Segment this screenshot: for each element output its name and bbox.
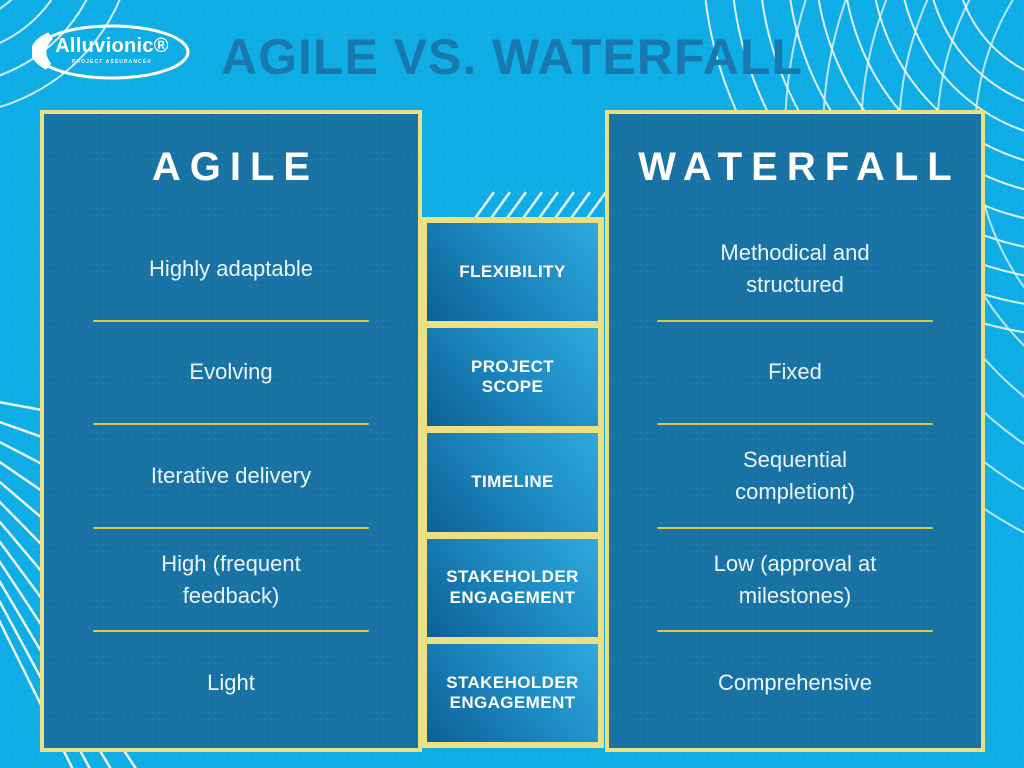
divider (657, 630, 933, 633)
agile-item-timeline: Iterative delivery (150, 463, 312, 489)
agile-heading: AGILE (151, 144, 320, 189)
agile-item-stakeholder-engagement: High (frequent feedback) (161, 550, 301, 608)
category-label: STAKEHOLDER ENGAGEMENT (446, 672, 579, 712)
waterfall-item-project-scope: Fixed (768, 359, 822, 385)
category-flexibility: FLEXIBILITY (427, 223, 598, 322)
categories-column: FLEXIBILITY PROJECT SCOPE TIMELINE STAKE… (421, 217, 604, 748)
alluvionic-logo: Alluvionic® PROJECT ASSURANCE® (32, 22, 192, 82)
category-timeline: TIMELINE (427, 433, 598, 532)
waterfall-item-stakeholder-engagement: Low (approval at milestones) (713, 550, 877, 608)
category-project-scope: PROJECT SCOPE (427, 328, 598, 427)
divider (92, 319, 370, 322)
waterfall-heading: WATERFALL (638, 144, 961, 189)
waterfall-item-timeline: Sequential completiont) (735, 447, 855, 504)
agile-item-flexibility: Highly adaptable (149, 255, 313, 281)
divider (92, 526, 370, 529)
category-label: TIMELINE (471, 472, 554, 492)
agile-panel: AGILE Highly adaptable Evolving Iterativ… (40, 110, 422, 752)
category-label: PROJECT SCOPE (470, 356, 555, 397)
waterfall-rows: Methodical and structured Fixed Sequenti… (609, 206, 981, 748)
category-stakeholder-engagement: STAKEHOLDER ENGAGEMENT (427, 538, 598, 637)
agile-rows: Highly adaptable Evolving Iterative deli… (44, 206, 418, 748)
logo-tagline: PROJECT ASSURANCE® (72, 59, 152, 65)
agile-item-documentation: Light (207, 670, 255, 696)
category-label: FLEXIBILITY (459, 261, 566, 281)
waterfall-panel: WATERFALL Methodical and structured Fixe… (605, 110, 985, 752)
waterfall-item-flexibility: Methodical and structured (720, 239, 870, 297)
agile-item-project-scope: Evolving (189, 359, 273, 385)
divider (92, 630, 370, 633)
waterfall-item-documentation: Comprehensive (717, 670, 873, 696)
divider (92, 423, 370, 426)
category-stakeholder-engagement-2: STAKEHOLDER ENGAGEMENT (427, 643, 598, 743)
category-label: STAKEHOLDER ENGAGEMENT (446, 567, 579, 607)
logo-brand: Alluvionic® (55, 35, 169, 57)
